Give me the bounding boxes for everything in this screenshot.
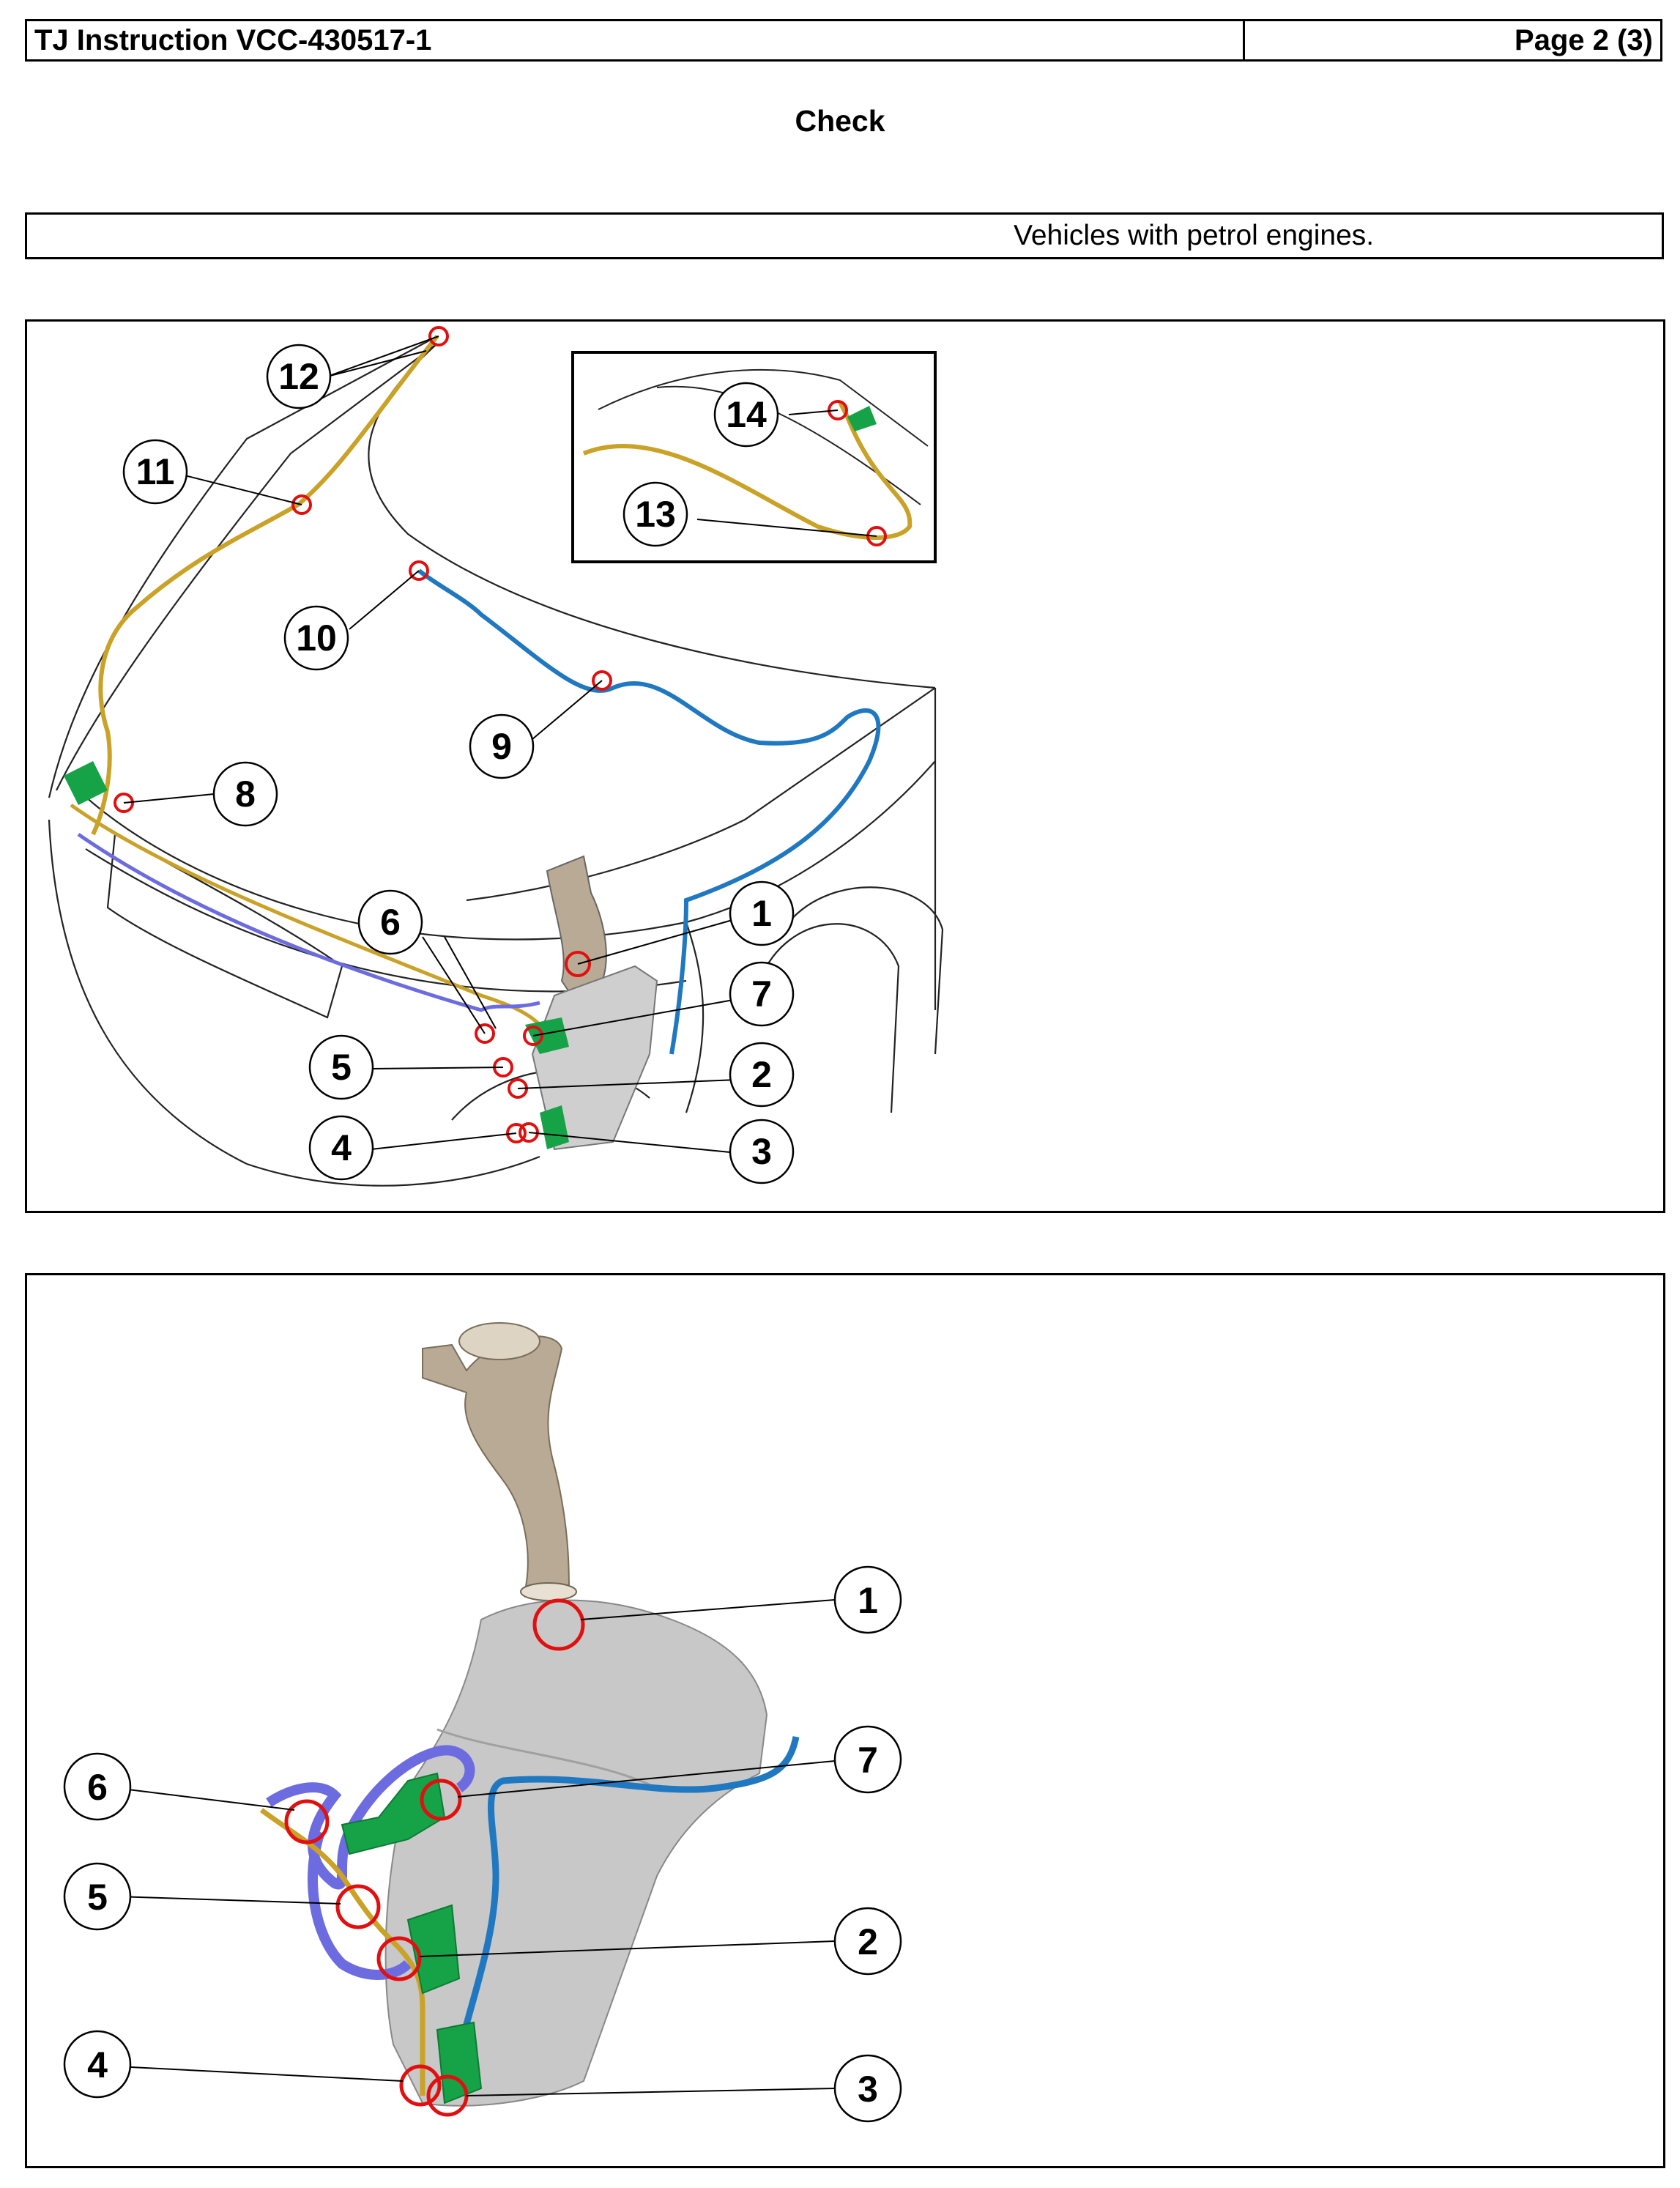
svg-text:6: 6	[380, 902, 401, 943]
marker-6	[475, 1023, 495, 1044]
svg-text:11: 11	[136, 451, 175, 492]
callout-7: 7	[833, 1725, 902, 1794]
instruction-title: TJ Instruction VCC-430517-1	[27, 21, 1245, 59]
violet-washer-hose	[77, 832, 540, 1012]
inset-windshield-edge	[598, 368, 929, 447]
blue-washer-hose	[456, 1736, 800, 2053]
callout-6: 6	[357, 889, 423, 955]
marker-1	[565, 951, 591, 977]
fender-line	[466, 687, 936, 902]
marker-8	[114, 793, 134, 813]
callout-4: 4	[63, 2030, 132, 2099]
callout-5: 5	[63, 1862, 132, 1931]
grille-frame	[106, 833, 343, 1019]
svg-text:7: 7	[751, 974, 772, 1015]
svg-text:3: 3	[858, 2069, 878, 2110]
inset-nozzle	[847, 406, 877, 431]
blue-washer-hose	[417, 568, 881, 1055]
marker-7	[420, 1779, 462, 1821]
svg-text:8: 8	[235, 774, 256, 815]
applicability-note: Vehicles with petrol engines.	[1014, 220, 1375, 251]
callout-12: 12	[266, 344, 332, 409]
callout-14: 14	[713, 382, 779, 448]
callout-3: 3	[833, 2054, 902, 2123]
callout-2: 2	[729, 1042, 795, 1108]
svg-text:6: 6	[87, 1767, 108, 1808]
svg-text:13: 13	[635, 494, 676, 535]
marker-11	[291, 494, 312, 515]
marker-4	[506, 1123, 527, 1143]
svg-text:1: 1	[751, 893, 772, 934]
callout-4: 4	[308, 1115, 374, 1181]
marker-12	[428, 326, 449, 346]
svg-text:2: 2	[751, 1054, 772, 1095]
callout-1: 1	[833, 1565, 902, 1634]
page-number: Page 2 (3)	[1514, 23, 1653, 56]
svg-text:4: 4	[331, 1127, 352, 1168]
callout-1: 1	[729, 880, 795, 946]
marker-7	[523, 1026, 543, 1046]
callout-5: 5	[308, 1034, 374, 1100]
bumper-lower	[246, 1155, 540, 1187]
vehicle-hose-routing-figure: 12 11 10 9 8 6 1 7	[25, 319, 1665, 1213]
headlamp-washer-unit	[64, 761, 108, 805]
front-corner	[685, 921, 705, 1113]
bumper-left	[48, 819, 248, 1165]
marker-5	[335, 1884, 381, 1929]
yellow-washer-hose	[259, 1808, 425, 2096]
callout-2: 2	[833, 1907, 902, 1976]
svg-text:7: 7	[858, 1740, 878, 1781]
reservoir-detail-figure: 1 7 6 5 2 4 3	[25, 1273, 1665, 2168]
marker-10	[409, 560, 429, 581]
filler-neck	[422, 1335, 570, 1591]
svg-text:4: 4	[87, 2044, 108, 2085]
pump-unit-lower	[540, 1105, 569, 1149]
marker-1	[532, 1598, 585, 1651]
wheel-arch-outer	[788, 886, 944, 1055]
svg-text:10: 10	[296, 618, 337, 659]
pump-unit-lower	[436, 2021, 483, 2104]
svg-text:14: 14	[726, 394, 767, 435]
callout-9: 9	[469, 713, 535, 779]
svg-text:5: 5	[87, 1877, 108, 1918]
marker-13	[866, 526, 887, 546]
callout-7: 7	[729, 961, 795, 1027]
svg-text:1: 1	[858, 1580, 878, 1621]
section-title: Check	[795, 104, 885, 138]
filler-cap	[458, 1322, 540, 1360]
document-header: TJ Instruction VCC-430517-1 Page 2 (3)	[25, 19, 1662, 62]
applicability-note-box: Vehicles with petrol engines.	[25, 212, 1664, 259]
marker-3	[519, 1122, 539, 1143]
callout-3: 3	[729, 1119, 795, 1184]
svg-text:2: 2	[858, 1921, 878, 1962]
pump-unit-upper	[341, 1772, 446, 1855]
marker-2	[376, 1936, 422, 1981]
callout-6: 6	[63, 1752, 132, 1821]
callout-8: 8	[212, 761, 278, 827]
hood-front-edge	[78, 760, 936, 941]
reservoir-illustration: 1 7 6 5 2 4 3	[63, 1322, 902, 2123]
svg-text:5: 5	[331, 1047, 352, 1088]
marker-14	[828, 400, 848, 420]
wheel-arch-inner	[758, 923, 900, 1113]
filler-neck-seal	[520, 1582, 577, 1601]
yellow-washer-hose	[91, 335, 439, 836]
svg-text:3: 3	[751, 1131, 772, 1172]
marker-6	[284, 1799, 330, 1844]
reservoir-seam	[436, 1728, 658, 1790]
marker-9	[592, 670, 612, 691]
vehicle-illustration: 12 11 10 9 8 6 1 7	[48, 326, 944, 1187]
svg-text:9: 9	[491, 726, 512, 767]
callout-11: 11	[122, 439, 188, 505]
washer-reservoir	[531, 965, 658, 1151]
callout-10: 10	[283, 605, 349, 671]
marker-4	[399, 2064, 442, 2107]
svg-text:12: 12	[278, 356, 319, 397]
inset-yellow-hose	[582, 401, 913, 540]
callout-13: 13	[622, 481, 688, 547]
hood-crease	[368, 343, 936, 689]
pillar-line	[56, 343, 438, 791]
